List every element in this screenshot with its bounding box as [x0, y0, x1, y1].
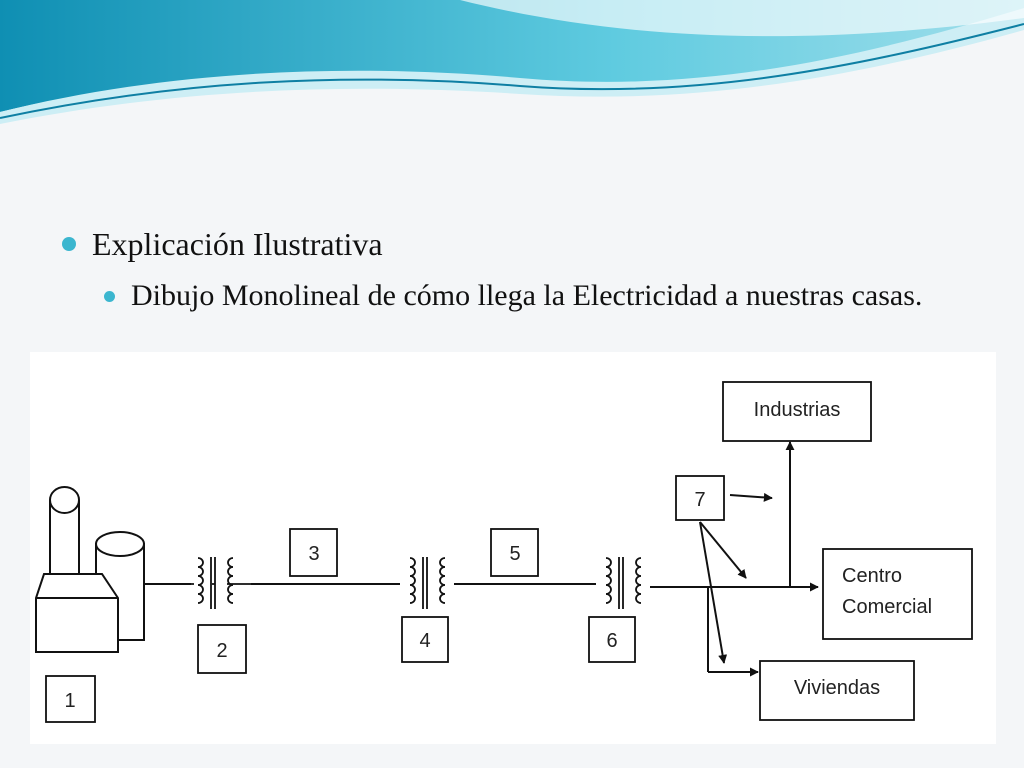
label-4: 4: [419, 630, 430, 652]
bullet-dot-icon: [62, 237, 76, 251]
power-plant-icon: [35, 486, 145, 653]
bullet-dot-icon: [104, 291, 115, 302]
bullet-list: Explicación Ilustrativa Dibujo Monolinea…: [62, 222, 962, 316]
box-industrias: [722, 381, 872, 442]
label-3: 3: [308, 543, 319, 565]
header-wave-decoration: [0, 0, 1024, 124]
sub-bullet-item: Dibujo Monolineal de cómo llega la Elect…: [104, 276, 962, 316]
box-4: [401, 616, 449, 663]
box-1: [45, 675, 96, 723]
bullet-item: Explicación Ilustrativa: [62, 222, 962, 266]
sub-bullet-text: Dibujo Monolineal de cómo llega la Elect…: [131, 279, 923, 312]
label-industrias: Industrias: [754, 399, 841, 421]
distribution-lines: [650, 441, 819, 677]
label-7: 7: [694, 489, 705, 511]
label-viviendas: Viviendas: [794, 677, 880, 699]
label-5: 5: [509, 543, 520, 565]
label-centro: Centro: [842, 565, 902, 587]
box-3: [289, 528, 338, 577]
single-line-diagram: 1 2 3 4 5 6 7 Industrias Centro Comercia…: [30, 352, 996, 744]
transformer-icon-b: [409, 557, 446, 609]
box-6: [588, 616, 636, 663]
box-2: [197, 624, 247, 674]
box-centro-comercial: [822, 548, 973, 640]
label-6: 6: [606, 630, 617, 652]
transformer-icon-a: [191, 557, 251, 609]
bullet-text: Explicación Ilustrativa: [92, 226, 383, 262]
box-viviendas: [759, 660, 915, 721]
box-7: [675, 475, 725, 521]
label-comercial: Comercial: [842, 596, 932, 618]
box-5: [490, 528, 539, 577]
transformer-icon-c: [605, 557, 642, 609]
label-1: 1: [64, 690, 75, 712]
label-2: 2: [216, 640, 227, 662]
